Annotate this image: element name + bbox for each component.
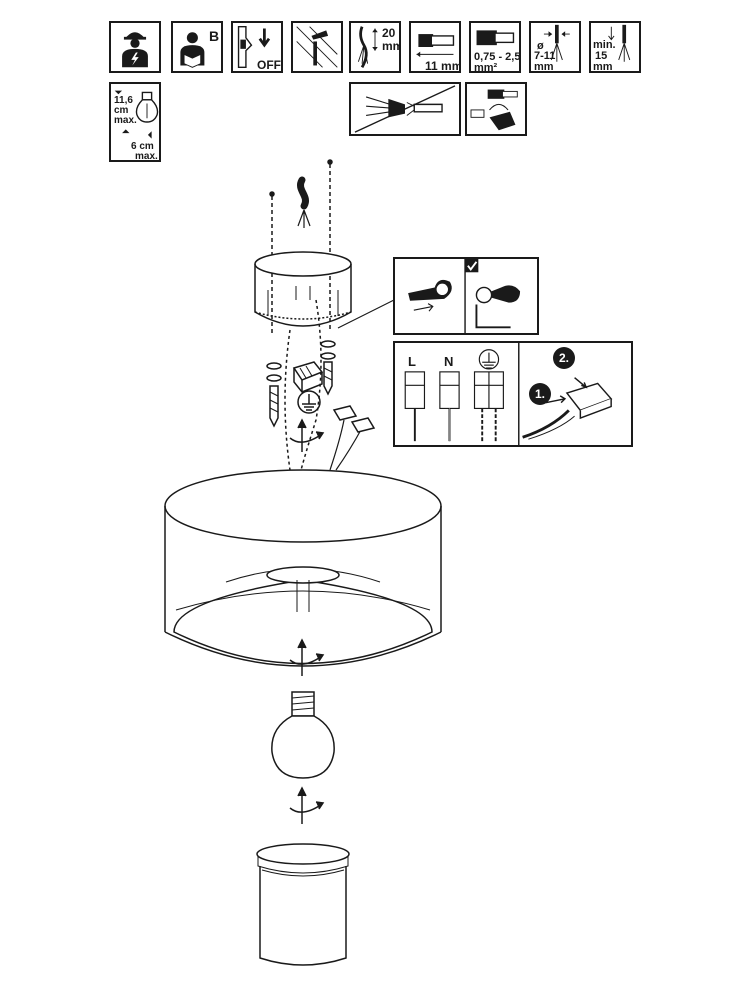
power-off-label: OFF: [257, 58, 281, 72]
rotate-arrow-icon: [289, 418, 325, 452]
insulation-strip-value: 11 mm: [425, 59, 461, 73]
min-length-prefix: min.: [593, 39, 616, 51]
bulb-height-suffix: max.: [114, 115, 137, 126]
terminal-label-l: L: [408, 354, 416, 369]
bulb-width-value: 6 cm: [131, 141, 154, 152]
strip-length-icon: 20 mm: [349, 21, 401, 73]
supply-cable: [297, 176, 311, 228]
cable-diameter-icon: ø 7-11 mm: [529, 21, 581, 73]
bulb-size-icon: 11,6 cm max. 6 cm max.: [109, 82, 161, 162]
cross-section-value: 0,75 - 2,5: [474, 51, 521, 63]
step-one-badge: 1.: [529, 383, 551, 405]
cross-section-icon: 0,75 - 2,5 mm²: [469, 21, 521, 73]
cut-cable-icon: [291, 21, 343, 73]
bulb-height-unit: cm: [114, 105, 129, 116]
rotate-arrow-icon: [289, 786, 325, 824]
bulb-height-value: 11,6: [114, 95, 133, 106]
detail-leader-line: [337, 299, 395, 329]
insulation-strip-icon: 11 mm: [409, 21, 461, 73]
cable-diameter-unit: mm: [534, 61, 554, 73]
glass-cover: [256, 843, 350, 966]
wiring-detail-panel: L N 1. 2.: [393, 341, 633, 447]
min-length-value: 15: [595, 50, 608, 62]
read-manual-icon: B: [171, 21, 223, 73]
electrician-icon: [109, 21, 161, 73]
manual-letter: B: [209, 28, 220, 44]
rotate-arrow-icon: [289, 638, 325, 676]
light-bulb: [271, 691, 335, 779]
wire-stripping-panel: [349, 82, 461, 136]
canopy-terminal-block: [292, 361, 324, 395]
min-length-icon: min. 15 mm: [589, 21, 641, 73]
lamp-wires-with-connectors: [329, 405, 376, 471]
cable-diameter-value: 7-11: [534, 50, 556, 62]
earth-symbol-icon: [297, 390, 321, 414]
power-off-icon: OFF: [231, 21, 283, 73]
wall-plugs-and-washers: [266, 340, 336, 428]
ferrule-crimp-panel: [465, 82, 527, 136]
terminal-label-n: N: [444, 354, 454, 369]
min-length-unit: mm: [593, 61, 613, 73]
strip-length-value: 20: [382, 26, 396, 40]
strip-length-unit: mm: [382, 39, 399, 53]
cross-section-unit: mm²: [474, 62, 498, 73]
internal-cable-dashed: [299, 299, 322, 475]
keyhole-detail-panel: [393, 257, 539, 335]
lamp-shade: [164, 469, 442, 667]
cable-diameter-symbol: ø: [537, 40, 544, 52]
ceiling-canopy: [254, 251, 352, 327]
bulb-width-suffix: max.: [135, 151, 158, 162]
step-two-badge: 2.: [553, 347, 575, 369]
